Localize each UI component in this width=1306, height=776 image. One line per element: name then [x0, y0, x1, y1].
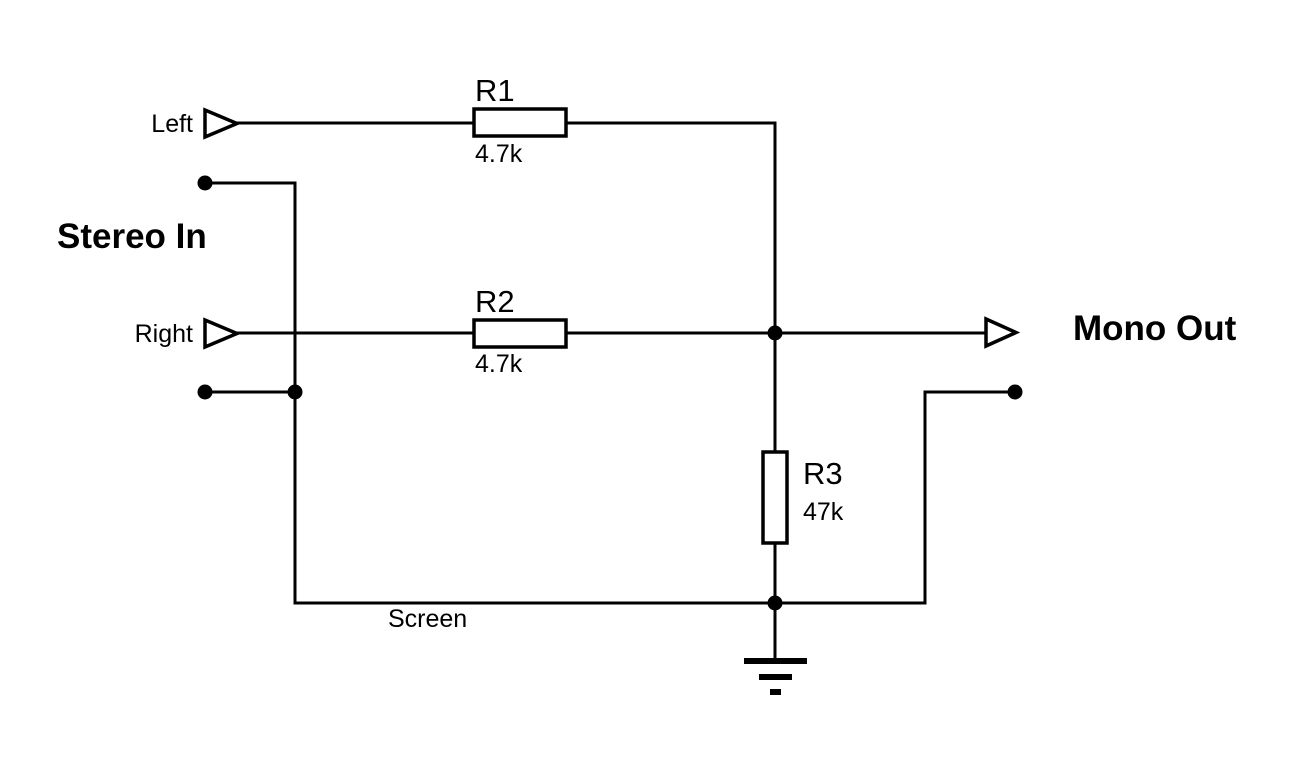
resistor-r3: R3 47k — [761, 450, 844, 545]
left-input-terminal-icon — [203, 107, 242, 140]
right-screen-terminal-dot — [197, 384, 213, 400]
ground-symbol — [744, 658, 807, 695]
left-input-label: Left — [151, 110, 193, 138]
left-channel-wire — [237, 121, 777, 603]
ground-junction-dot — [767, 595, 783, 611]
stereo-in-title: Stereo In — [57, 217, 207, 256]
screen-bus-junction-dot — [287, 384, 303, 400]
summing-junction-dot — [767, 325, 783, 341]
mono-output-terminal-icon — [984, 316, 1021, 349]
resistor-r1-value: 4.7k — [475, 140, 523, 168]
resistor-r1-body — [472, 107, 568, 138]
resistor-r3-body — [761, 450, 789, 545]
resistor-r2: R2 4.7k — [472, 284, 568, 378]
resistor-r2-value: 4.7k — [475, 350, 523, 378]
resistor-r2-body — [472, 318, 568, 349]
output-screen-terminal-dot — [1007, 384, 1023, 400]
resistor-r2-ref: R2 — [475, 284, 515, 319]
resistor-r3-value: 47k — [803, 498, 844, 526]
resistor-r1-ref: R1 — [475, 73, 515, 108]
mono-out-title: Mono Out — [1073, 309, 1237, 348]
resistor-r1: R1 4.7k — [472, 73, 568, 168]
right-input-label: Right — [135, 320, 193, 348]
screen-net-label: Screen — [388, 605, 467, 633]
screen-shield-wire — [205, 181, 1015, 605]
resistor-r3-ref: R3 — [803, 456, 843, 491]
right-input-terminal-icon — [203, 317, 242, 350]
left-screen-terminal-dot — [197, 175, 213, 191]
